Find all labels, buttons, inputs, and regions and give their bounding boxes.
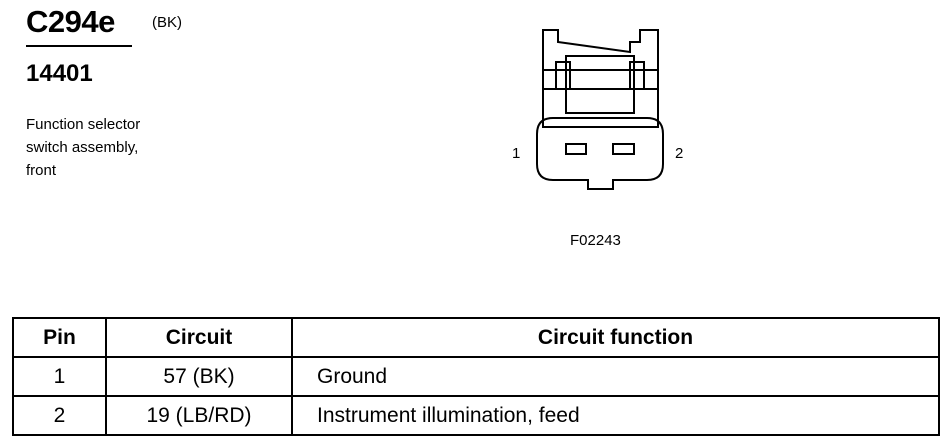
pin-cell: 1 — [12, 356, 107, 397]
pin-cell: 2 — [12, 395, 107, 436]
circuit-function-cell: Instrument illumination, feed — [291, 395, 940, 436]
circuit-cell: 19 (LB/RD) — [105, 395, 293, 436]
color-code: (BK) — [152, 14, 182, 31]
connector-id-underline — [26, 45, 132, 47]
description-line: Function selector — [26, 116, 141, 133]
column-header-pin: Pin — [12, 317, 107, 358]
figure-id: F02243 — [570, 232, 621, 249]
table-row: 2 19 (LB/RD) Instrument illumination, fe… — [12, 395, 940, 436]
description-line: switch assembly, — [26, 139, 139, 156]
pinout-table: Pin Circuit Circuit function 1 57 (BK) G… — [12, 317, 940, 436]
connector-id: C294e — [26, 4, 115, 39]
circuit-cell: 57 (BK) — [105, 356, 293, 397]
connector-face-icon — [536, 29, 664, 190]
description-line: front — [26, 162, 57, 179]
column-header-circuit: Circuit — [105, 317, 293, 358]
table-row: 1 57 (BK) Ground — [12, 356, 940, 397]
circuit-function-cell: Ground — [291, 356, 940, 397]
pin-label-1: 1 — [512, 145, 521, 162]
column-header-circuit-function: Circuit function — [291, 317, 940, 358]
table-header-row: Pin Circuit Circuit function — [12, 317, 940, 358]
component-description: Function selector switch assembly, front — [26, 113, 206, 182]
pin-label-2: 2 — [675, 145, 684, 162]
part-number: 14401 — [26, 60, 93, 87]
